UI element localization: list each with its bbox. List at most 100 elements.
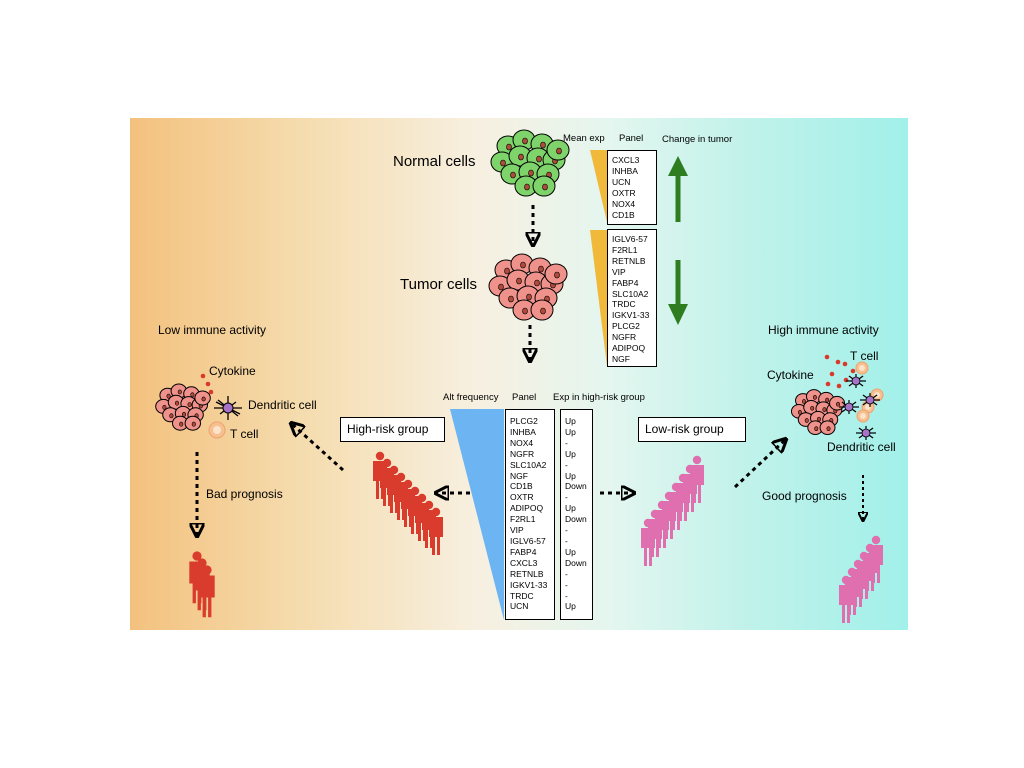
panel-gene-item: NGFR bbox=[510, 448, 535, 459]
person-icon bbox=[429, 507, 443, 555]
exp-status-item: - bbox=[565, 579, 568, 590]
panel-gene-item: FABP4 bbox=[510, 546, 537, 557]
cell-nucleus bbox=[797, 410, 802, 415]
low-immune-label: Low immune activity bbox=[158, 323, 267, 337]
normal-cells-cluster bbox=[490, 129, 570, 197]
tumor-cells-cluster bbox=[488, 253, 568, 321]
cell-nucleus bbox=[522, 137, 528, 145]
mean-exp-wedge-down bbox=[590, 230, 607, 366]
panel-gene-item: F2RL1 bbox=[510, 514, 536, 525]
dendritic-cell-icon bbox=[860, 393, 880, 407]
cytokine-left-dots bbox=[200, 373, 214, 395]
down-gene-item: NGFR bbox=[612, 332, 637, 343]
exp-status-item: - bbox=[565, 568, 568, 579]
exp-status-item: Up bbox=[565, 601, 576, 612]
cell-nucleus bbox=[508, 295, 514, 303]
cell-nucleus bbox=[177, 389, 182, 395]
exp-status-item: Up bbox=[565, 503, 576, 514]
panel-gene-item: UCN bbox=[510, 601, 529, 612]
cell-nucleus bbox=[187, 402, 192, 407]
panel-gene-item: VIP bbox=[510, 525, 524, 536]
mean-exp-wedge-up bbox=[590, 150, 607, 222]
t-cell-left-label: T cell bbox=[230, 427, 259, 441]
normal-cells-label: Normal cells bbox=[393, 153, 476, 170]
dendritic-left-label: Dendritic cell bbox=[248, 398, 317, 412]
cell-nucleus bbox=[802, 399, 807, 404]
cell-nucleus bbox=[804, 418, 809, 423]
good-prognosis-label: Good prognosis bbox=[762, 489, 847, 503]
cell-nucleus bbox=[191, 421, 196, 427]
panel-gene-item: NOX4 bbox=[510, 437, 534, 448]
panel-gene-item: PLCG2 bbox=[510, 416, 538, 426]
down-gene-item: FABP4 bbox=[612, 277, 639, 288]
cell-nucleus bbox=[536, 155, 542, 163]
cell-nucleus bbox=[534, 279, 540, 287]
up-gene-item: INHBA bbox=[612, 165, 638, 176]
exp-status-item: Up bbox=[565, 470, 576, 481]
down-gene-item: TRDC bbox=[612, 299, 636, 310]
cell-nucleus bbox=[814, 426, 819, 432]
exp-status-item: Up bbox=[565, 448, 576, 459]
t-cell-core bbox=[860, 413, 866, 419]
cell-nucleus bbox=[526, 293, 532, 301]
cell-nucleus bbox=[162, 404, 167, 410]
exp-status-item: - bbox=[565, 590, 568, 601]
mean-exp-label: Mean exp bbox=[563, 133, 605, 144]
down-gene-item: PLCG2 bbox=[612, 321, 640, 332]
panel-gene-item: RETNLB bbox=[510, 568, 544, 579]
panel-gene-item: OXTR bbox=[510, 492, 534, 503]
tumor-cells-label: Tumor cells bbox=[400, 276, 477, 293]
low-immune-tumor-cluster bbox=[155, 383, 211, 431]
cell-nucleus bbox=[825, 397, 830, 403]
cell-nucleus bbox=[538, 265, 544, 273]
cell-nucleus bbox=[836, 401, 841, 407]
cell-nucleus bbox=[201, 396, 206, 402]
down-gene-item: RETNLB bbox=[612, 255, 646, 266]
exp-status-item: Up bbox=[565, 546, 576, 557]
cell-nucleus bbox=[181, 411, 187, 417]
cell-nucleus bbox=[810, 405, 815, 411]
exp-status-item: - bbox=[565, 492, 568, 503]
down-gene-item: ADIPOQ bbox=[612, 343, 646, 354]
up-gene-item: OXTR bbox=[612, 187, 636, 198]
low-risk-group-box: Low-risk group bbox=[638, 417, 746, 442]
cell-nucleus bbox=[518, 153, 524, 161]
cell-nucleus bbox=[816, 416, 821, 422]
down-gene-item: NGF bbox=[612, 353, 630, 364]
person-icon bbox=[839, 575, 853, 623]
cell-nucleus bbox=[520, 261, 526, 269]
high-risk-group-box: High-risk group bbox=[340, 417, 445, 442]
high-immune-label: High immune activity bbox=[768, 323, 879, 337]
person-icon bbox=[641, 518, 655, 566]
cell-nucleus bbox=[540, 307, 546, 315]
cell-nucleus bbox=[528, 169, 534, 177]
exp-status-item: Down bbox=[565, 481, 587, 492]
exp-status-item: - bbox=[565, 535, 568, 546]
up-gene-item: UCN bbox=[612, 176, 631, 187]
down-gene-item: IGKV1-33 bbox=[612, 310, 650, 321]
low-risk-people bbox=[641, 455, 704, 566]
cell-nucleus bbox=[554, 271, 560, 279]
up-arrow-icon bbox=[668, 156, 688, 222]
cell-nucleus bbox=[510, 171, 516, 179]
cytokine-left-label: Cytokine bbox=[209, 364, 256, 378]
panel-gene-item: INHBA bbox=[510, 426, 536, 437]
panel-top-label: Panel bbox=[619, 133, 644, 144]
down-gene-item: VIP bbox=[612, 266, 626, 277]
panel-gene-item: NGF bbox=[510, 470, 528, 481]
exp-status-item: Up bbox=[565, 416, 576, 426]
person-icon bbox=[199, 565, 215, 618]
dendritic-cell-icon bbox=[839, 400, 859, 414]
panel-gene-item: IGLV6-57 bbox=[510, 535, 546, 546]
cell-nucleus bbox=[556, 147, 562, 155]
exp-high-risk-label: Exp in high-risk group bbox=[553, 392, 645, 403]
t-cell-core bbox=[859, 365, 865, 371]
panel-bottom-label: Panel bbox=[512, 392, 537, 403]
panel-gene-item: CD1B bbox=[510, 481, 533, 492]
panel-gene-item: SLC10A2 bbox=[510, 459, 547, 470]
alt-frequency-label: Alt frequency bbox=[443, 392, 499, 403]
bad-prognosis-people bbox=[189, 551, 215, 618]
